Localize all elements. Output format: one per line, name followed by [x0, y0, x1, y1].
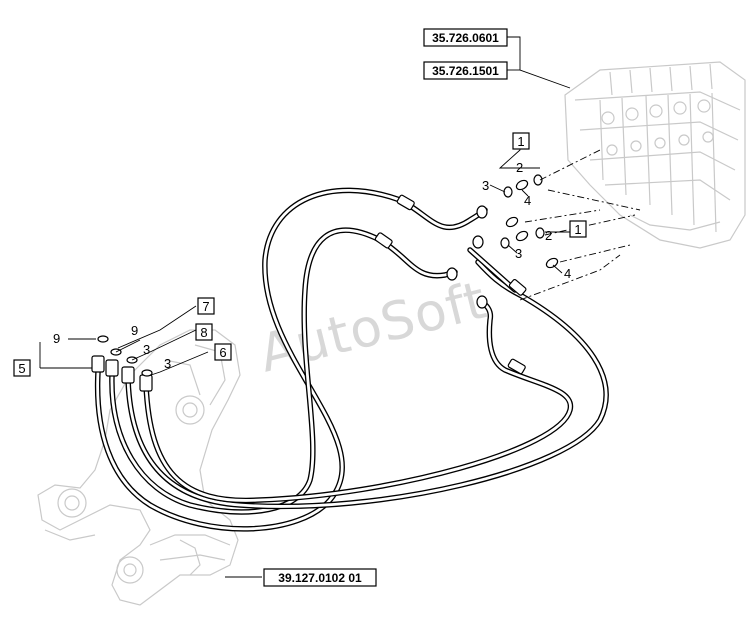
- callout-2-mid[interactable]: 2: [545, 228, 552, 243]
- callout-3-top[interactable]: 3: [482, 178, 489, 193]
- watermark-text: AutoSoft: [254, 270, 493, 384]
- control-valve-block: [564, 61, 746, 249]
- callout-8[interactable]: 8: [195, 323, 213, 341]
- callout-7[interactable]: 7: [197, 297, 215, 315]
- hose-end-fittings-left: [91, 335, 153, 392]
- callout-6[interactable]: 6: [214, 343, 232, 361]
- svg-text:7: 7: [202, 299, 209, 314]
- svg-text:8: 8: [200, 325, 207, 340]
- part-ref-valve-a[interactable]: 35.726.0601: [423, 28, 508, 47]
- hydraulic-hoses: [94, 187, 609, 532]
- callout-5[interactable]: 5: [13, 359, 31, 377]
- callout-3-mid[interactable]: 3: [515, 246, 522, 261]
- svg-text:5: 5: [18, 361, 25, 376]
- callout-4-top[interactable]: 4: [524, 193, 531, 208]
- callout-9-right[interactable]: 9: [131, 323, 138, 338]
- callout-1-mid[interactable]: 1: [569, 220, 587, 238]
- callout-3-left-a[interactable]: 3: [143, 342, 150, 357]
- svg-text:39.127.0102 01: 39.127.0102 01: [278, 571, 362, 585]
- svg-text:1: 1: [574, 222, 581, 237]
- callout-2-top[interactable]: 2: [516, 160, 523, 175]
- callout-4-mid[interactable]: 4: [564, 266, 571, 281]
- callout-9-left[interactable]: 9: [53, 331, 60, 346]
- valve-adapters: [446, 174, 559, 309]
- svg-text:6: 6: [219, 345, 226, 360]
- part-ref-valve-b[interactable]: 35.726.1501: [423, 61, 508, 80]
- boom-frame: [37, 329, 241, 606]
- part-ref-frame[interactable]: 39.127.0102 01: [263, 568, 377, 587]
- svg-text:1: 1: [517, 134, 524, 149]
- centre-lines: [519, 149, 641, 301]
- hose-crimp-sleeves: [374, 194, 527, 375]
- svg-text:35.726.1501: 35.726.1501: [432, 64, 499, 78]
- callout-3-left-b[interactable]: 3: [164, 356, 171, 371]
- svg-text:35.726.0601: 35.726.0601: [432, 31, 499, 45]
- leader-lines: [39, 36, 576, 578]
- callout-1-top[interactable]: 1: [512, 132, 530, 150]
